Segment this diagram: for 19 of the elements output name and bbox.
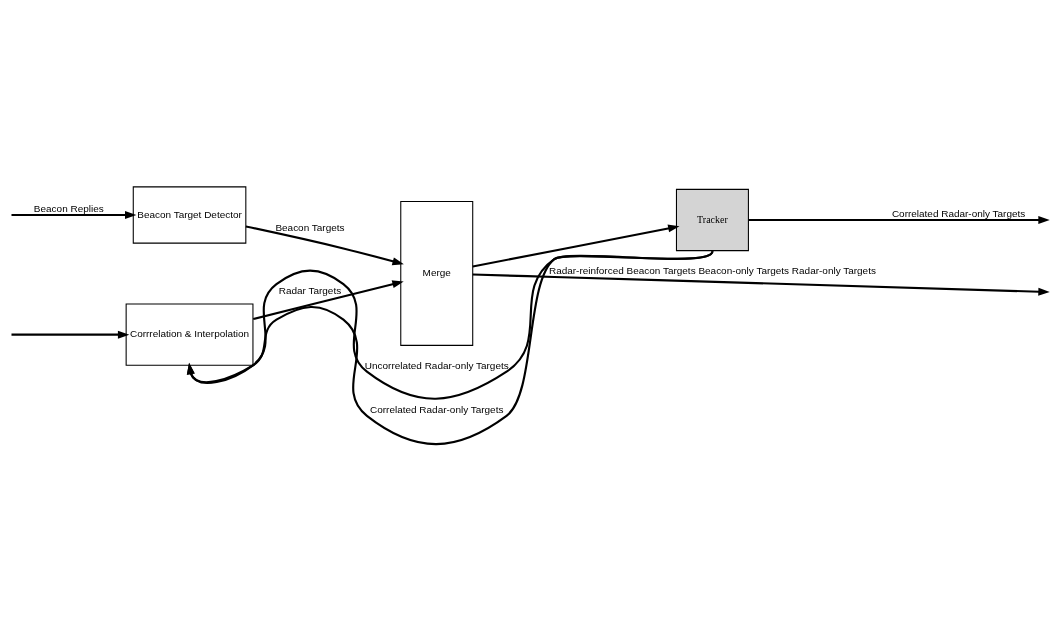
node-box: Merge (400, 200, 474, 346)
edge-label: Beacon Targets (275, 221, 345, 233)
arrow (748, 215, 1050, 224)
arrow (11, 330, 130, 339)
node-box: Beacon Target Detector (132, 186, 247, 244)
arrow (245, 225, 404, 266)
arrow (252, 280, 404, 320)
arrow (11, 211, 137, 219)
node-box: Tracker (675, 188, 749, 252)
node-box: Corrrelation & Interpolation (125, 303, 254, 366)
edge-label: Correlated Radar-only Targets (370, 404, 504, 416)
edge-label: Radar-reinforced Beacon Targets Beacon-only Targets Radar-only Targets (548, 265, 876, 277)
edge-label: Radar Targets (278, 284, 342, 296)
arrow (186, 250, 714, 446)
edge-label: Beacon Replies (33, 203, 104, 215)
arrow (472, 273, 1050, 296)
edge-label: Correlated Radar-only Targets (891, 208, 1026, 220)
edge-label: Uncorrelated Radar-only Targets (364, 360, 509, 372)
arrow (472, 224, 680, 268)
